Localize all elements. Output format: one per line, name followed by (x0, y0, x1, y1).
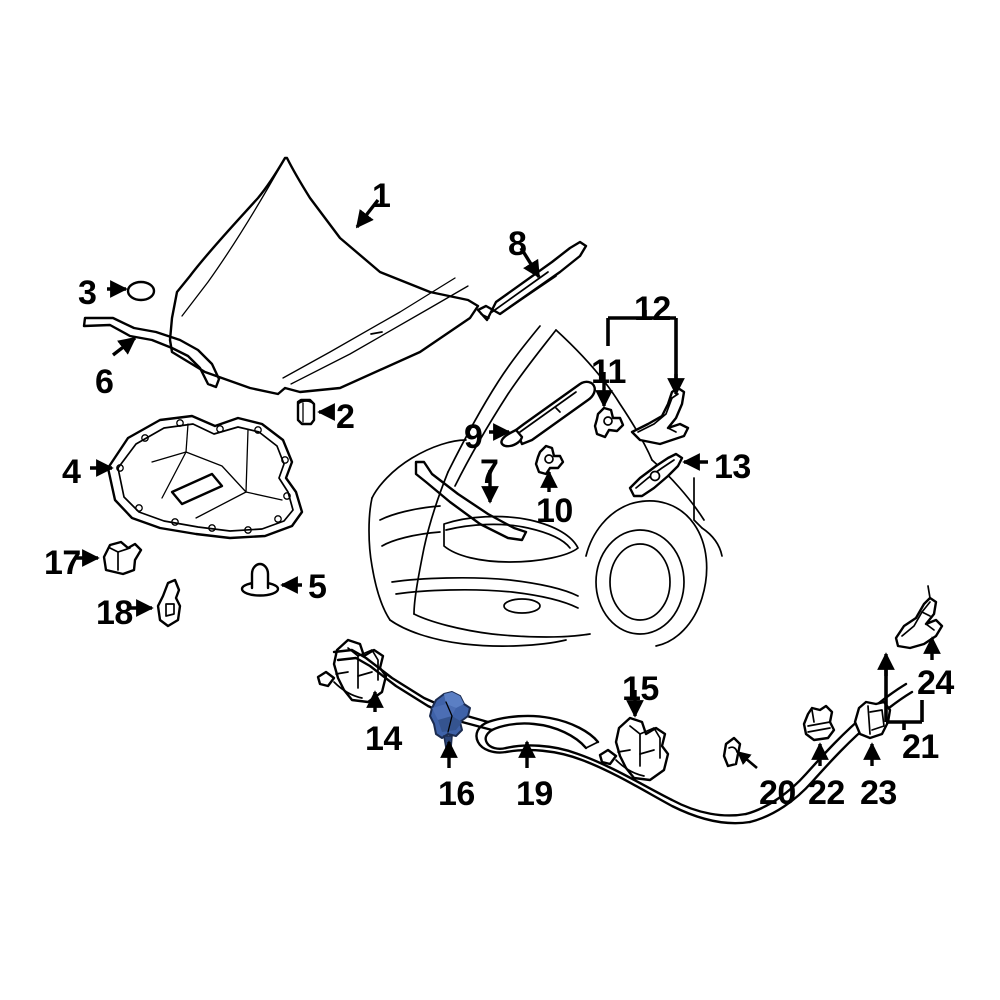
hood-hinge-assembly (630, 386, 690, 446)
callout-1[interactable]: 1 (372, 177, 391, 215)
hood-latch-secondary (598, 716, 670, 782)
callout-19[interactable]: 19 (516, 775, 553, 813)
callout-8[interactable]: 8 (508, 225, 527, 263)
hood-catch-hook (156, 578, 182, 628)
callout-13[interactable]: 13 (714, 448, 751, 486)
callout-20[interactable]: 20 (759, 774, 796, 812)
hood-hinge-stay-rod (476, 240, 588, 322)
insulator-clip (240, 562, 280, 597)
hood-insulator-pad (106, 414, 304, 540)
callout-5[interactable]: 5 (308, 568, 327, 606)
hood-release-handle (894, 585, 944, 650)
callout-17[interactable]: 17 (44, 544, 81, 582)
callout-2[interactable]: 2 (336, 398, 355, 436)
hinge-bracket-lower (628, 452, 684, 498)
hood-latch-primary (316, 638, 388, 704)
callout-12[interactable]: 12 (634, 290, 671, 328)
hood-bumper-cylinder (296, 398, 316, 426)
callout-15[interactable]: 15 (622, 670, 659, 708)
callout-3[interactable]: 3 (78, 274, 97, 312)
callout-16[interactable]: 16 (438, 775, 475, 813)
callout-6[interactable]: 6 (95, 363, 114, 401)
callout-4[interactable]: 4 (62, 453, 81, 491)
hood-rear-seal (414, 460, 528, 542)
hood-panel (168, 156, 480, 396)
callout-11[interactable]: 11 (591, 353, 626, 391)
callout-14[interactable]: 14 (365, 720, 402, 758)
callout-24[interactable]: 24 (917, 664, 954, 702)
vehicle-body-outline (368, 325, 723, 647)
callout-7[interactable]: 7 (480, 453, 499, 491)
hood-latch-striker (429, 691, 471, 749)
callout-10[interactable]: 10 (536, 492, 573, 530)
cable-end-grommet (722, 736, 742, 768)
callout-22[interactable]: 22 (808, 774, 845, 812)
hood-front-seal (82, 316, 221, 389)
cable-retainer-clip (802, 704, 836, 742)
leader-lines (76, 198, 941, 769)
hood-grommet-oval (126, 280, 156, 302)
hood-stopper-bracket (102, 540, 143, 576)
hinge-bolt (593, 406, 625, 439)
callout-21[interactable]: 21 (902, 728, 939, 766)
callout-23[interactable]: 23 (860, 774, 897, 812)
hood-bolt-lower (534, 444, 565, 476)
hood-support-strut (500, 380, 596, 448)
callout-18[interactable]: 18 (96, 594, 133, 632)
callout-9[interactable]: 9 (464, 418, 483, 456)
